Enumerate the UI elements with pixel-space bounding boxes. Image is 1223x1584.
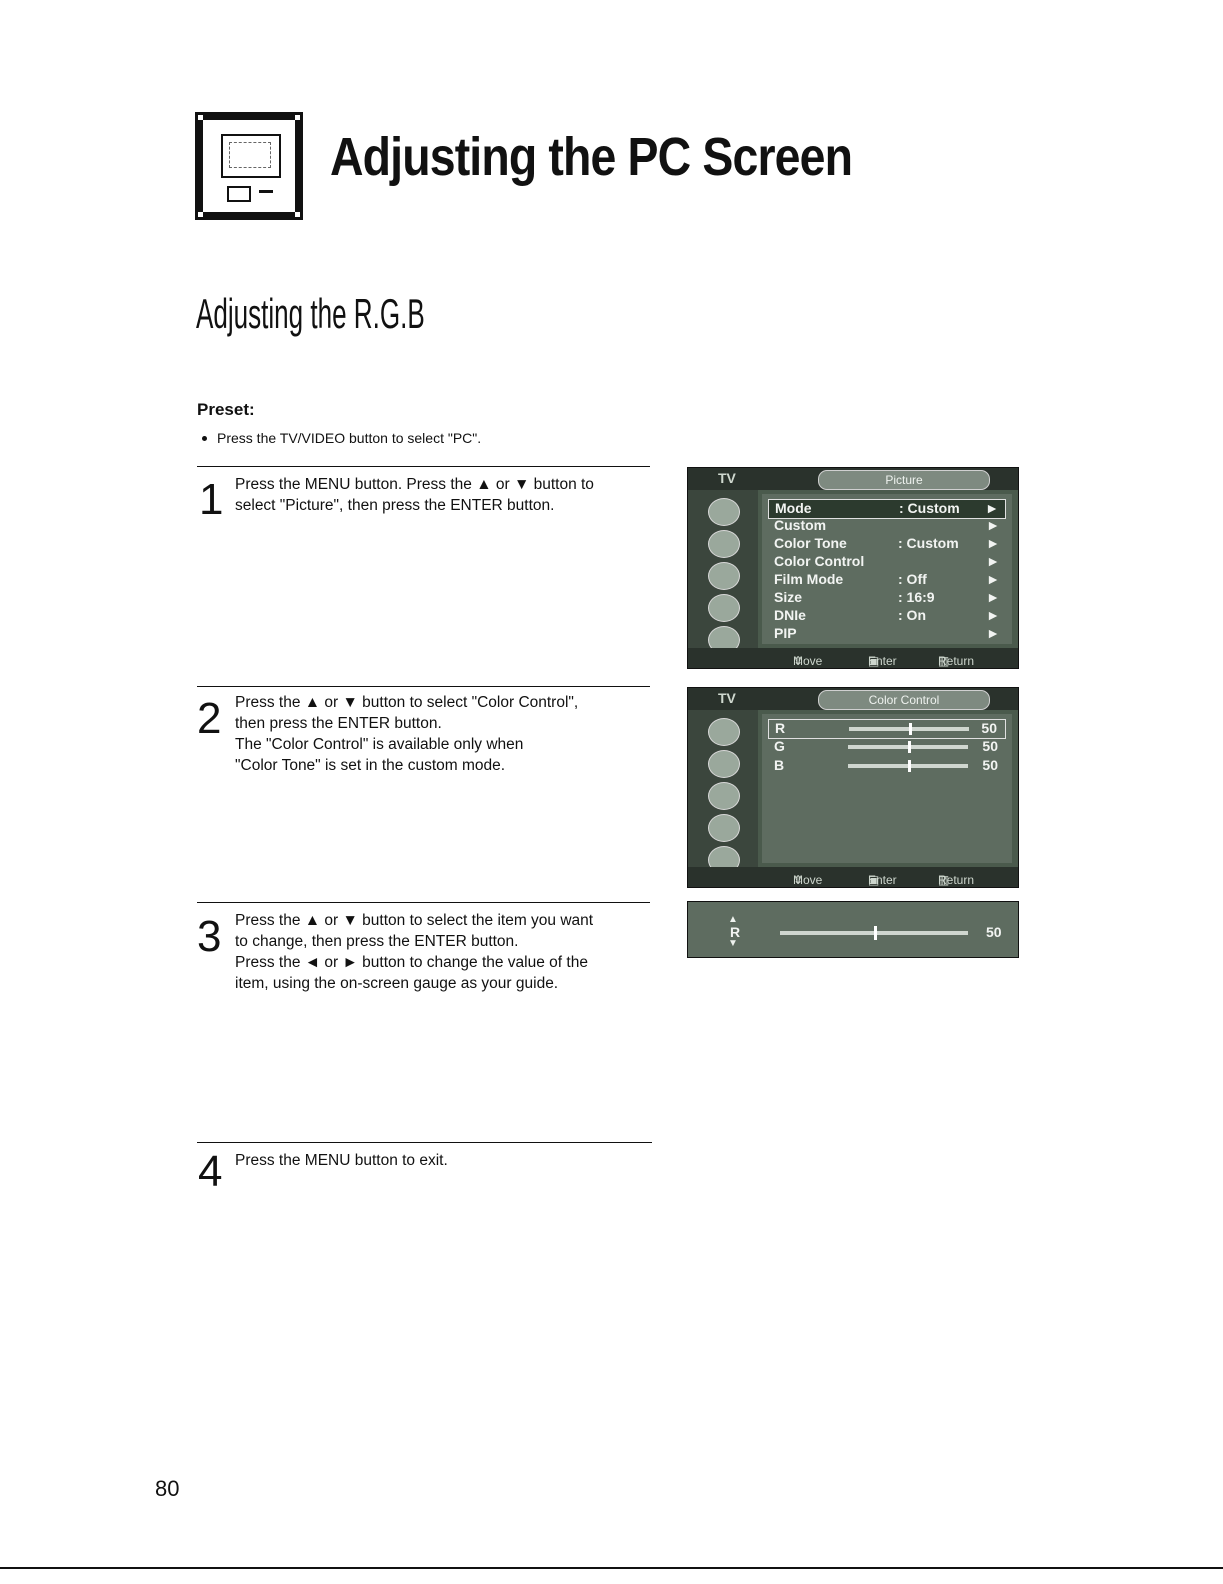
picture-menu-screen: TV Picture Mode: Custom► Custom► Color T…	[687, 467, 1019, 669]
preset-label: Preset:	[197, 400, 255, 419]
step-line: The "Color Control" is available only wh…	[235, 736, 524, 753]
pc-screen-icon	[195, 112, 303, 220]
bullet-icon	[202, 436, 207, 441]
menu-row-custom: Custom►	[774, 517, 1000, 533]
menu-row-color-tone: Color Tone: Custom►	[774, 535, 1000, 551]
picture-icon	[708, 530, 740, 558]
gauge-screen: ▲ ▼ R 50	[687, 901, 1019, 958]
gauge-knob	[874, 926, 877, 940]
preset-bullet: Press the TV/VIDEO button to select "PC"…	[197, 430, 481, 446]
step-number: 3	[197, 912, 222, 961]
input-icon	[708, 718, 740, 746]
step-line: to change, then press the ENTER button.	[235, 933, 519, 950]
up-arrow-icon: ▲	[728, 914, 738, 925]
channel-icon	[708, 594, 740, 622]
sound-icon	[708, 562, 740, 590]
page-title: Adjusting the PC Screen	[330, 127, 853, 187]
step-number: 4	[198, 1147, 223, 1196]
step-line: then press the ENTER button.	[235, 715, 442, 732]
move-icon: ⇕	[793, 654, 804, 668]
step-line: Press the ▲ or ▼ button to select the it…	[235, 912, 594, 929]
step-divider	[197, 466, 650, 467]
tab-color-control: Color Control	[818, 690, 990, 710]
menu-row-size: Size: 16:9►	[774, 589, 1000, 605]
step-instructions: Press the MENU button. Press the ▲ or ▼ …	[235, 474, 655, 516]
step-number: 1	[199, 475, 224, 524]
bottom-rule	[0, 1567, 1223, 1569]
step-divider	[197, 1142, 652, 1143]
input-icon	[708, 498, 740, 526]
enter-icon: ▣	[868, 654, 880, 668]
gauge-label: R	[730, 924, 741, 940]
down-arrow-icon: ▼	[728, 938, 738, 949]
step-divider	[197, 686, 650, 687]
page-number: 80	[155, 1476, 180, 1501]
return-icon: ▥	[938, 654, 950, 668]
step-line: Press the ▲ or ▼ button to select "Color…	[235, 694, 579, 711]
step-line: select "Picture", then press the ENTER b…	[235, 497, 555, 514]
menu-row-color-control: Color Control►	[774, 553, 1000, 569]
preset-text: Press the TV/VIDEO button to select "PC"…	[217, 430, 482, 446]
section-title: Adjusting the R.G.B	[196, 290, 425, 337]
tv-label: TV	[718, 690, 736, 706]
gauge-value: 50	[986, 924, 1002, 940]
menu-row-pip: PIP►	[774, 625, 1000, 641]
return-icon: ▥	[938, 873, 950, 887]
picture-icon	[708, 750, 740, 778]
step-line: "Color Tone" is set in the custom mode.	[235, 757, 506, 774]
sound-icon	[708, 782, 740, 810]
menu-row-mode: Mode: Custom►	[768, 499, 1006, 519]
tv-label: TV	[718, 470, 736, 486]
enter-icon: ▣	[868, 873, 880, 887]
step-line: Press the MENU button to exit.	[235, 1152, 448, 1169]
gauge-track	[780, 926, 968, 940]
step-line: Press the ◄ or ► button to change the va…	[235, 954, 588, 971]
menu-row-film-mode: Film Mode: Off►	[774, 571, 1000, 587]
channel-icon	[708, 814, 740, 842]
step-instructions: Press the ▲ or ▼ button to select "Color…	[235, 692, 655, 776]
step-number: 2	[197, 694, 222, 743]
tab-picture: Picture	[818, 470, 990, 490]
menu-row-dnie: DNIe: On►	[774, 607, 1000, 623]
step-divider	[197, 902, 650, 903]
step-line: Press the MENU button. Press the ▲ or ▼ …	[235, 476, 594, 493]
step-instructions: Press the MENU button to exit.	[235, 1150, 655, 1171]
step-instructions: Press the ▲ or ▼ button to select the it…	[235, 910, 655, 994]
move-icon: ⇕	[793, 873, 804, 887]
step-line: item, using the on-screen gauge as your …	[235, 975, 559, 992]
